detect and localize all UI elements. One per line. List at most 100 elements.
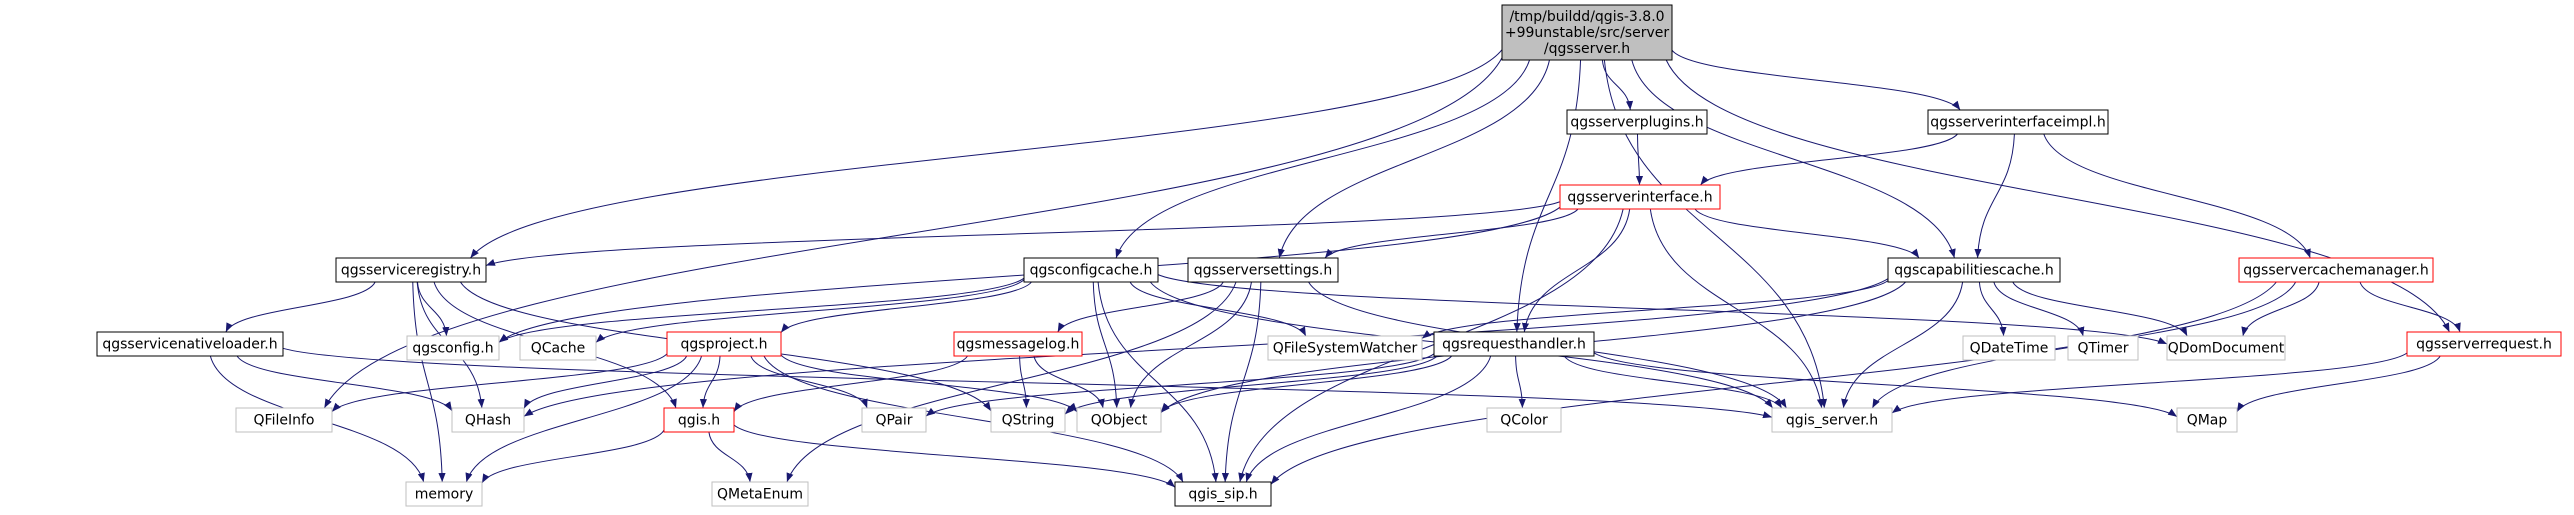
edge-serverinterfaceimpl-to-capabilitiescache [1974, 133, 2015, 259]
node-box-qhash [451, 407, 525, 433]
edges-layer [209, 49, 2461, 488]
node-serverinterface[interactable]: qgsserverinterface.h [1559, 184, 1721, 210]
node-qgis_server: qgis_server.h [1771, 407, 1893, 433]
edge-serverrequest-to-qgis_server [1891, 352, 2408, 414]
node-label-capabilitiescache: qgscapabilitiescache.h [1894, 263, 2053, 279]
edge-serverinterface-to-qgis_sip [1238, 208, 1624, 483]
node-serversettings[interactable]: qgsserversettings.h [1187, 257, 1339, 283]
edge-serversettings-to-qgis_sip [1221, 281, 1262, 483]
edge-qgsproject-to-memory [465, 355, 703, 483]
node-box-root [1501, 4, 1673, 61]
node-qtimer: QTimer [2067, 335, 2139, 361]
edge-qgis-to-qmetaenum [708, 431, 753, 483]
edge-serverinterface-to-qgis_server [1649, 208, 1824, 409]
node-box-qfileinfo [235, 407, 333, 433]
node-box-qgis_sip [1174, 481, 1272, 507]
edge-requesthandler-to-qobject [1160, 355, 1453, 413]
edge-qgis-to-memory [481, 429, 665, 484]
edge-servicenativeloader-to-qhash [236, 355, 453, 412]
node-box-requesthandler [1433, 331, 1595, 357]
edge-configcache-to-qcache [595, 279, 1025, 343]
node-box-configcache [1023, 257, 1159, 283]
node-box-qgsconfig [406, 335, 500, 361]
edge-requesthandler-to-qpair [925, 353, 1435, 417]
node-box-qgis_server [1771, 407, 1893, 433]
node-box-qgsproject [666, 331, 782, 357]
edge-messagelog-to-qstring [1019, 355, 1030, 409]
node-label-qmetaenum: QMetaEnum [717, 487, 803, 503]
node-qgsconfig: qgsconfig.h [406, 335, 500, 361]
edge-requesthandler-to-qgis_server [1563, 355, 1783, 409]
node-label-serverrequest: qgsserverrequest.h [2416, 337, 2552, 353]
node-box-qstring [990, 407, 1066, 433]
edge-serviceregistry-to-qgsconfig [416, 281, 450, 337]
node-servicenativeloader[interactable]: qgsservicenativeloader.h [96, 331, 284, 357]
node-label-qfilesystemwatcher: QFileSystemWatcher [1273, 341, 1418, 357]
node-box-qfilesystemwatcher [1267, 335, 1423, 361]
edge-root-to-serversettings [1277, 59, 1550, 259]
edge-requesthandler-to-qstring [1064, 355, 1438, 415]
node-box-qmap [2176, 407, 2238, 433]
node-serverplugins[interactable]: qgsserverplugins.h [1566, 109, 1708, 135]
node-servercachemanager[interactable]: qgsservercachemanager.h [2238, 257, 2434, 283]
node-label-root-2: /qgsserver.h [1544, 41, 1630, 57]
node-serviceregistry[interactable]: qgsserviceregistry.h [335, 257, 487, 283]
node-qstring: QString [990, 407, 1066, 433]
node-box-servercachemanager [2238, 257, 2434, 283]
node-qdomdocument: QDomDocument [2166, 335, 2286, 361]
edge-root-to-serverrequest [1665, 59, 2450, 333]
node-serverinterfaceimpl[interactable]: qgsserverinterfaceimpl.h [1927, 109, 2109, 135]
edge-capabilitiescache-to-qdatetime [1978, 281, 2007, 337]
node-box-servicenativeloader [96, 331, 284, 357]
node-box-qmetaenum [711, 481, 809, 507]
edge-root-to-serviceregistry [470, 49, 1503, 259]
node-label-serviceregistry: qgsserviceregistry.h [341, 263, 481, 279]
node-qgis[interactable]: qgis.h [663, 407, 735, 433]
edge-servercachemanager-to-serverrequest [2359, 281, 2461, 333]
node-label-qcolor: QColor [1500, 413, 1548, 429]
node-box-serverrequest [2406, 331, 2562, 357]
node-box-memory [405, 481, 483, 507]
node-capabilitiescache[interactable]: qgscapabilitiescache.h [1887, 257, 2061, 283]
edge-serverinterface-to-requesthandler [1521, 208, 1631, 333]
node-root[interactable]: /tmp/buildd/qgis-3.8.0+99unstable/src/se… [1501, 4, 1673, 61]
edge-qgsproject-to-qpair [750, 355, 868, 409]
node-qgsproject[interactable]: qgsproject.h [666, 331, 782, 357]
edge-capabilitiescache-to-qtimer [1993, 281, 2085, 337]
node-qgis_sip[interactable]: qgis_sip.h [1174, 481, 1272, 507]
node-box-serversettings [1187, 257, 1339, 283]
node-configcache[interactable]: qgsconfigcache.h [1023, 257, 1159, 283]
node-label-root-0: /tmp/buildd/qgis-3.8.0 [1509, 9, 1664, 25]
node-box-qtimer [2067, 335, 2139, 361]
edge-serversettings-to-qmetaenum [786, 281, 1237, 483]
node-serverrequest[interactable]: qgsserverrequest.h [2406, 331, 2562, 357]
node-label-serverinterfaceimpl: qgsserverinterfaceimpl.h [1930, 115, 2105, 131]
node-box-qcolor [1486, 407, 1562, 433]
node-qmap: QMap [2176, 407, 2238, 433]
node-label-qgis_sip: qgis_sip.h [1188, 487, 1257, 503]
edge-serverplugins-to-serverinterface [1635, 133, 1644, 186]
node-box-serverinterface [1559, 184, 1721, 210]
edge-serverinterfaceimpl-to-serverinterface [1700, 133, 1958, 186]
nodes-layer: /tmp/buildd/qgis-3.8.0+99unstable/src/se… [96, 4, 2562, 507]
node-label-serverplugins: qgsserverplugins.h [1570, 115, 1703, 131]
node-box-serviceregistry [335, 257, 487, 283]
node-label-memory: memory [415, 487, 474, 503]
edge-serviceregistry-to-servicenativeloader [225, 281, 376, 333]
edge-servicenativeloader-to-qgis_server [282, 347, 1773, 419]
node-requesthandler[interactable]: qgsrequesthandler.h [1433, 331, 1595, 357]
edge-serversettings-to-qobject [1128, 281, 1252, 409]
edge-qgsproject-to-qgis_sip [763, 355, 1184, 483]
node-messagelog[interactable]: qgsmessagelog.h [953, 331, 1083, 357]
edge-root-to-serverplugins [1601, 59, 1634, 111]
node-label-serverinterface: qgsserverinterface.h [1567, 190, 1712, 206]
node-box-qdomdocument [2166, 335, 2286, 361]
node-label-qdomdocument: QDomDocument [2168, 341, 2285, 357]
node-box-qpair [861, 407, 927, 433]
edge-root-to-requesthandler [1513, 59, 1582, 333]
node-label-qhash: QHash [465, 413, 511, 429]
edge-qgsproject-to-qobject [780, 354, 1078, 413]
node-label-qcache: QCache [531, 341, 586, 357]
node-label-servercachemanager: qgsservercachemanager.h [2243, 263, 2429, 279]
edge-serverrequest-to-qmap [2236, 355, 2441, 413]
